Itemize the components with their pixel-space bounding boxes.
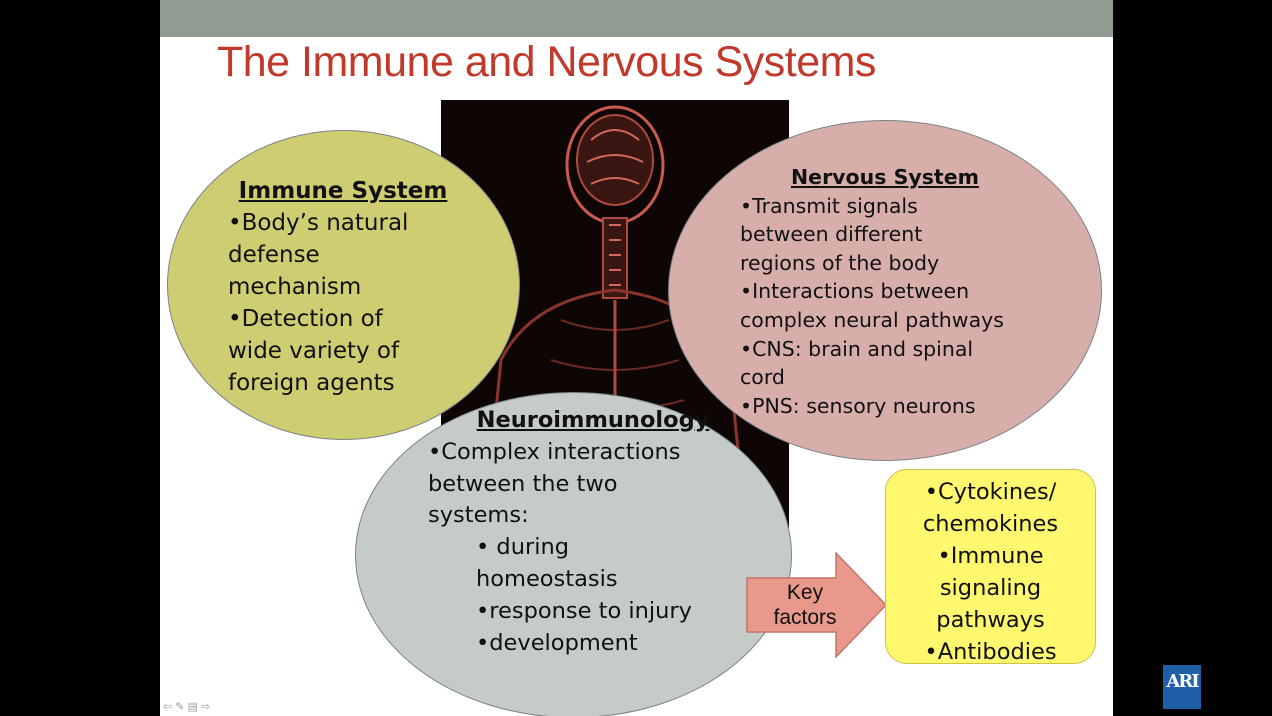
- factor-line: •Cytokines/: [924, 479, 1057, 505]
- nervous-system-ellipse: [668, 120, 1102, 461]
- ari-logo: ARI: [1163, 665, 1201, 709]
- slide-title: The Immune and Nervous Systems: [217, 38, 876, 86]
- slide-top-bar: [160, 0, 1113, 37]
- neuro-line: between the two: [428, 470, 618, 497]
- factor-line: •Antibodies: [924, 639, 1057, 665]
- factor-line: chemokines: [922, 511, 1059, 537]
- immune-system-text: Immune System •Body’s natural defense me…: [228, 175, 458, 399]
- nervous-line: regions of the body: [740, 250, 940, 275]
- arrow-label-line: factors: [773, 606, 837, 629]
- nervous-line: between different: [740, 222, 923, 247]
- nervous-line: complex neural pathways: [740, 307, 1004, 332]
- immune-line: wide variety of: [228, 338, 400, 364]
- pen-icon[interactable]: ✎: [175, 700, 185, 713]
- arrow-shape: [746, 552, 888, 658]
- immune-system-ellipse: [167, 130, 520, 440]
- arrow-label-line: Key: [786, 581, 824, 604]
- immune-line: •Body’s natural: [228, 210, 409, 236]
- slide-navigation-controls: ⇦ ✎ ▤ ⇨: [163, 700, 210, 714]
- immune-line: foreign agents: [228, 370, 395, 396]
- menu-icon[interactable]: ▤: [187, 700, 198, 713]
- nervous-line: •Transmit signals: [740, 193, 918, 218]
- logo-text: ARI: [1166, 671, 1199, 692]
- nervous-system-text: Nervous System •Transmit signals between…: [740, 163, 1030, 420]
- key-factors-arrow: [746, 552, 888, 658]
- nervous-line: •PNS: sensory neurons: [740, 393, 976, 418]
- neuro-subline: •response to injury: [476, 597, 692, 624]
- back-arrow-icon[interactable]: ⇦: [163, 700, 173, 713]
- neuroimmunology-text: Neuroimmunology •Complex interactions be…: [428, 405, 758, 659]
- neuro-line: •Complex interactions: [428, 438, 681, 465]
- nervous-line: •CNS: brain and spinal: [740, 336, 974, 361]
- factor-line: pathways: [936, 607, 1045, 633]
- key-factors-text: •Cytokines/ chemokines •Immune signaling…: [885, 476, 1096, 668]
- neuro-subline: • during: [476, 534, 570, 561]
- immune-line: defense: [228, 242, 320, 268]
- neuro-line: systems:: [428, 502, 529, 529]
- factor-line: •Immune: [937, 543, 1044, 569]
- neuro-subline: •development: [476, 629, 638, 656]
- forward-arrow-icon[interactable]: ⇨: [200, 700, 211, 713]
- immune-line: •Detection of: [228, 306, 383, 332]
- key-factors-box: [885, 469, 1096, 664]
- nervous-line: cord: [740, 365, 785, 390]
- factor-line: signaling: [939, 575, 1042, 601]
- neuroimmunology-ellipse: [355, 392, 792, 716]
- neuro-subline: homeostasis: [476, 565, 618, 592]
- nervous-system-heading: Nervous System: [791, 165, 979, 189]
- neuroimmunology-heading: Neuroimmunology: [476, 407, 710, 433]
- immune-line: mechanism: [228, 274, 362, 300]
- nervous-line: •Interactions between: [740, 279, 970, 304]
- slide: The Immune and Nervous Systems Immune Sy…: [160, 0, 1113, 716]
- key-factors-label: Key factors: [750, 580, 860, 630]
- immune-system-heading: Immune System: [238, 178, 448, 204]
